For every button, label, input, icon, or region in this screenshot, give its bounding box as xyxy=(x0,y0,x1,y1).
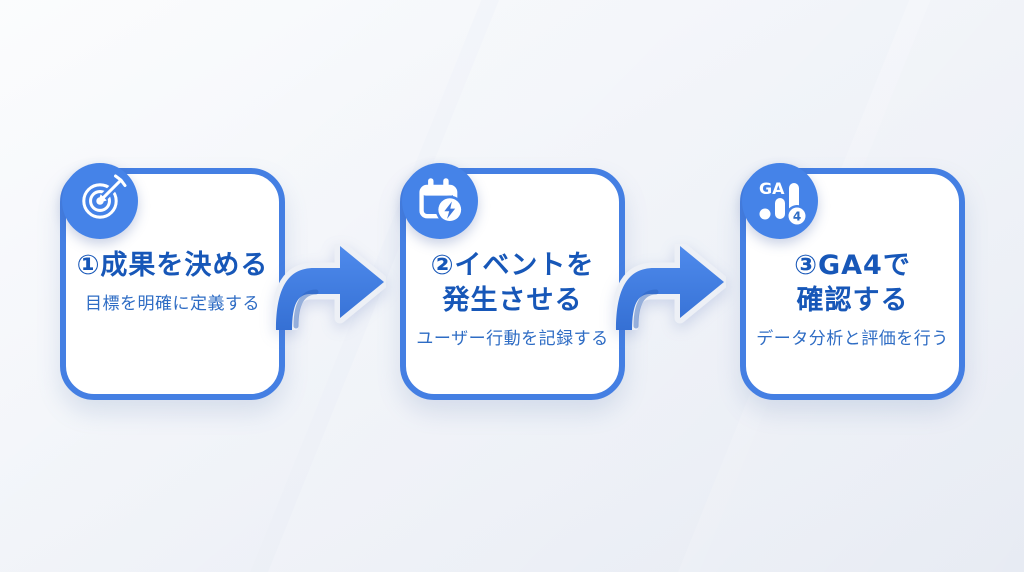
ga4-analytics-icon-graphic: GA 4 xyxy=(759,179,808,227)
step-1-title-line-1: ①成果を決める xyxy=(76,250,269,281)
flow-arrow-2 xyxy=(610,240,730,336)
step-3-subtitle: データ分析と評価を行う xyxy=(756,329,949,349)
step-card-2: ②イベントを 発生させる ユーザー行動を記録する xyxy=(400,163,625,400)
step-2-title: ②イベントを 発生させる xyxy=(431,248,595,318)
target-dart-icon-graphic xyxy=(82,174,127,219)
calendar-lightning-icon-graphic xyxy=(419,178,464,224)
step-2-title-line-2: 発生させる xyxy=(442,285,583,316)
step-1-title: ①成果を決める xyxy=(77,248,269,283)
target-dart-icon xyxy=(62,163,138,239)
step-3-title-line-1: ③GA4で xyxy=(794,250,911,281)
curved-right-arrow-icon xyxy=(610,240,730,336)
step-card-3-body: ③GA4で 確認する データ分析と評価を行う xyxy=(746,174,959,394)
step-card-2-body: ②イベントを 発生させる ユーザー行動を記録する xyxy=(406,174,619,394)
curved-right-arrow-icon xyxy=(270,240,390,336)
ga4-number-label: 4 xyxy=(793,210,801,224)
calendar-lightning-icon xyxy=(402,163,478,239)
step-2-title-line-1: ②イベントを xyxy=(430,250,595,281)
flow-arrow-1 xyxy=(270,240,390,336)
step-1-subtitle: 目標を明確に定義する xyxy=(85,294,260,314)
step-3-title-line-2: 確認する xyxy=(796,285,909,316)
ga-label: GA xyxy=(759,179,785,198)
step-3-title: ③GA4で 確認する xyxy=(794,248,911,318)
step-card-1-body: ①成果を決める 目標を明確に定義する xyxy=(66,174,279,394)
step-card-3: GA 4 ③GA4で 確認する データ分析と評価を行う xyxy=(740,163,965,400)
ga4-analytics-bars-icon: GA 4 xyxy=(742,163,818,239)
step-2-subtitle: ユーザー行動を記録する xyxy=(416,329,609,349)
step-card-1: ①成果を決める 目標を明確に定義する xyxy=(60,163,285,400)
